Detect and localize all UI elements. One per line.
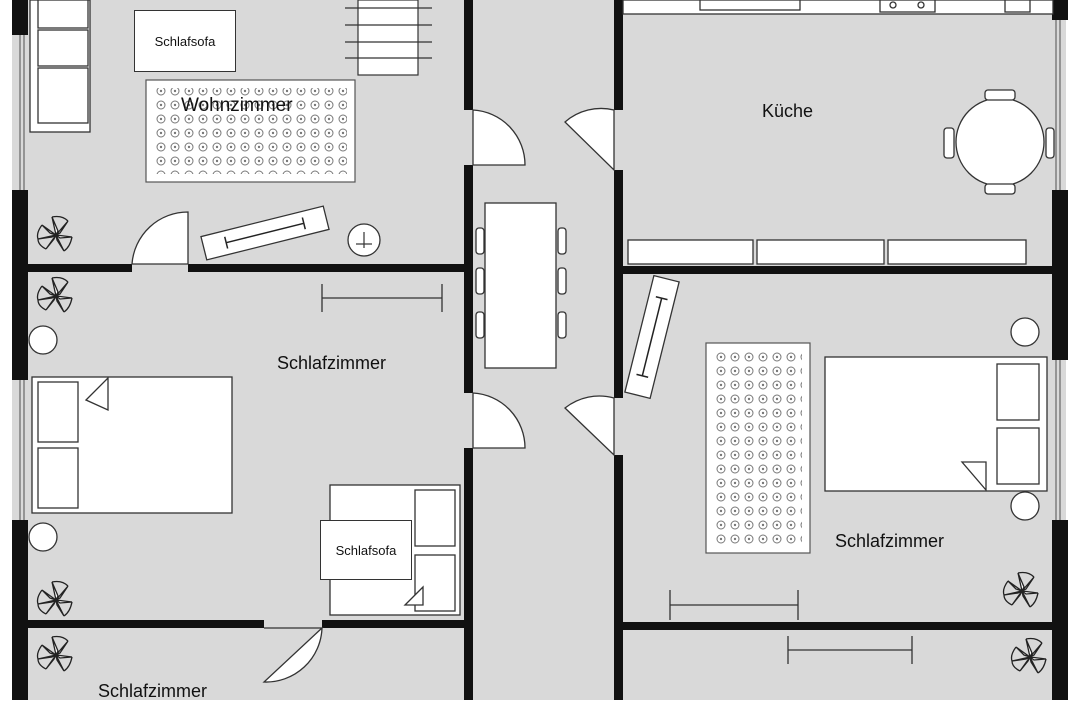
floor-lamp	[347, 223, 381, 257]
door-wohn-schlaf	[131, 211, 189, 265]
room-label-schlafzimmer-right: Schlafzimmer	[835, 531, 945, 551]
bed-left	[31, 376, 233, 514]
rug-living	[145, 79, 356, 183]
outside-right	[1066, 0, 1080, 700]
sofa-label-top: Schlafsofa	[134, 10, 236, 72]
side-lamp	[28, 522, 58, 552]
tv-stand-right	[624, 274, 680, 400]
living-sofa	[29, 0, 91, 133]
bench-left	[321, 284, 443, 312]
rug-right	[705, 342, 811, 554]
room-label-schlafzimmer-bottom: Schlafzimmer	[98, 681, 208, 701]
kitchen-table	[943, 89, 1055, 195]
side-lamp	[1010, 317, 1040, 347]
room-label-schlafzimmer-left: Schlafzimmer	[277, 353, 387, 373]
side-lamp	[28, 325, 58, 355]
corridor-bench	[475, 202, 567, 369]
door-wohnzimmer	[472, 109, 526, 166]
room-label-kueche: Küche	[762, 101, 814, 121]
walls	[12, 0, 1068, 700]
sofa-label-mid: Schlafsofa	[320, 520, 412, 580]
doors	[131, 107, 615, 683]
kitchen-counter	[622, 0, 1054, 265]
stairs	[345, 0, 432, 76]
tv-stand-living	[200, 205, 330, 261]
bed-right	[824, 356, 1048, 492]
bench-right	[669, 590, 799, 620]
side-lamp	[1010, 491, 1040, 521]
outside-left	[0, 0, 12, 700]
bench-bottom-right	[787, 636, 913, 664]
room-label-wohnzimmer: Wohnzimmer	[181, 95, 293, 116]
